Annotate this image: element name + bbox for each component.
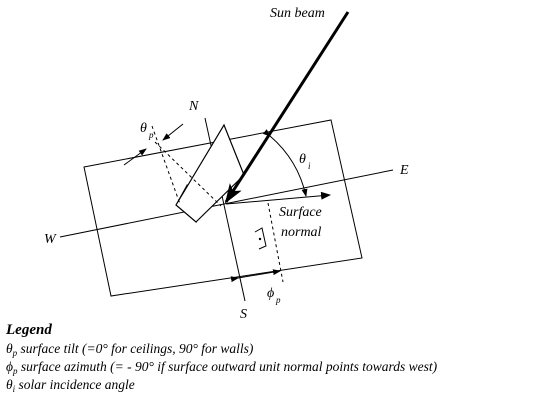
legend: Legend θp surface tilt (=0° for ceilings… — [6, 320, 536, 394]
ground-plane — [83, 119, 363, 297]
legend-symbol: θ — [6, 341, 13, 356]
sun-beam-arrow — [224, 11, 350, 204]
incidence-angle-arc — [262, 129, 308, 197]
west-label: W — [44, 232, 57, 247]
normal-projection-dashed-line — [267, 202, 284, 283]
tilt-angle-symbol: θ — [140, 121, 147, 136]
right-angle-marker — [254, 227, 267, 250]
tilt-angle-subscript: p — [148, 130, 154, 140]
azimuth-arrow — [230, 269, 281, 283]
azimuth-angle-subscript: p — [275, 295, 281, 305]
east-label: E — [399, 163, 409, 178]
legend-heading: Legend — [6, 322, 52, 338]
north-label: N — [188, 99, 199, 114]
tilt-angle-arrow-left — [123, 148, 147, 166]
legend-text: surface azimuth (= - 90° if surface outw… — [20, 359, 438, 374]
legend-text: surface tilt (=0° for ceilings, 90° for … — [20, 341, 254, 356]
legend-item-surface-azimuth: ϕp surface azimuth (= - 90° if surface o… — [6, 358, 536, 376]
legend-subscript: p — [12, 348, 18, 358]
surface-normal-label-line1: Surface — [279, 205, 322, 220]
surface-normal-arrow — [225, 191, 331, 205]
legend-symbol: ϕ — [6, 359, 13, 374]
incidence-angle-symbol: θ — [299, 152, 306, 167]
south-label: S — [240, 307, 247, 322]
legend-text: solar incidence angle — [18, 377, 135, 392]
azimuth-angle-symbol: ϕ — [267, 286, 274, 301]
legend-item-incidence-angle: θi solar incidence angle — [6, 376, 536, 394]
legend-subscript: i — [12, 384, 16, 394]
legend-subscript: p — [13, 366, 18, 376]
incidence-angle-subscript: i — [308, 161, 311, 171]
tilt-reference-dashed-line — [151, 125, 181, 205]
surface-normal-label-line2: normal — [281, 225, 322, 240]
sun-beam-label: Sun beam — [270, 6, 325, 21]
legend-item-surface-tilt: θp surface tilt (=0° for ceilings, 90° f… — [6, 340, 536, 358]
legend-symbol: θ — [6, 377, 13, 392]
tilt-angle-arrow-right — [162, 123, 184, 141]
right-angle-dot — [258, 237, 262, 241]
